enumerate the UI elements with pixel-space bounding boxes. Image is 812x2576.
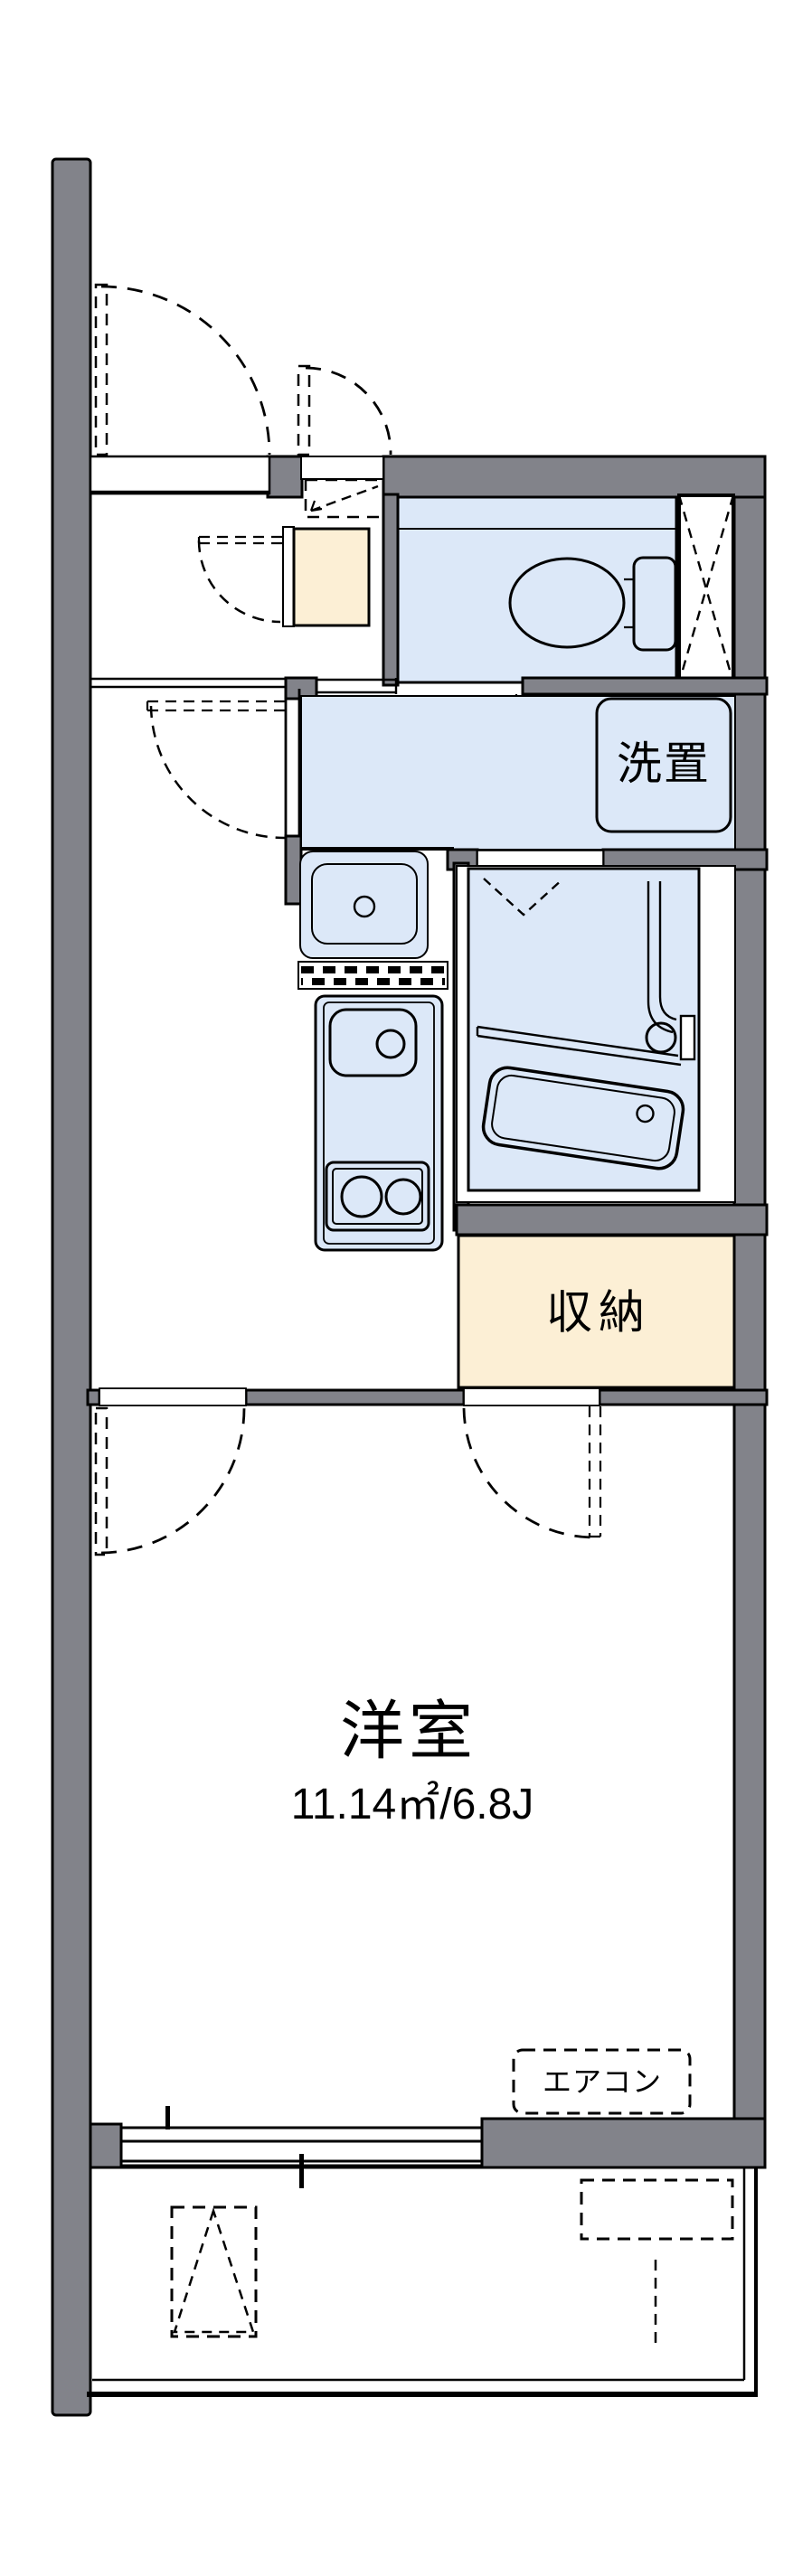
washbasin-bowl xyxy=(311,863,418,945)
entrance-step-arrow xyxy=(309,500,323,512)
wall-right-seg xyxy=(598,1388,769,1406)
wall-toilet-bottom xyxy=(521,676,769,696)
bathtub-drain xyxy=(636,1104,655,1123)
wall-mid xyxy=(244,1388,466,1406)
toilet-hinge-marks xyxy=(624,578,634,629)
bathtub xyxy=(481,1066,685,1170)
washroom-door-leaf xyxy=(146,700,285,712)
washroom xyxy=(300,695,736,851)
door-arc-large xyxy=(100,285,271,456)
wall-stub-left xyxy=(86,1388,101,1406)
door-leaf-small xyxy=(297,364,311,456)
bathtub-outer xyxy=(481,1066,685,1170)
equipment-dashed-box xyxy=(580,2178,734,2241)
wall-bath-storage xyxy=(455,1203,769,1236)
balcony xyxy=(87,2167,758,2397)
toilet-doorway-lines xyxy=(301,678,524,694)
wall-hall-toilet xyxy=(382,493,400,687)
genkan xyxy=(197,526,371,627)
pipe-space-x xyxy=(677,494,735,683)
wall-top-block xyxy=(266,455,304,499)
door-arc-small xyxy=(305,366,392,456)
kitchen xyxy=(314,994,444,1252)
wall-right xyxy=(732,455,767,2169)
hall-band-lines xyxy=(90,677,286,689)
main-room-area: 11.14㎡/6.8J xyxy=(290,1781,534,1829)
washroom-door-arc xyxy=(149,705,286,840)
kitchen-faucet xyxy=(375,1029,406,1059)
main-room-label: 洋室 xyxy=(339,1696,478,1768)
stove-frame xyxy=(325,1161,430,1232)
laundry-pan xyxy=(595,697,732,833)
mainroom-doorway xyxy=(99,1387,247,1406)
wall-bottom-left-stub xyxy=(89,2122,123,2169)
mainroom-door xyxy=(94,1406,246,1556)
top-railing xyxy=(89,455,271,495)
stove-burner-right xyxy=(384,1178,422,1216)
window-ends xyxy=(119,2128,484,2167)
entrance-opening xyxy=(300,456,384,480)
storage-door xyxy=(462,1406,602,1539)
hall-washroom-wall xyxy=(90,676,318,906)
bath-counter-end xyxy=(679,1014,696,1061)
storage-floor xyxy=(457,1234,736,1389)
pipe-space-box xyxy=(677,494,735,684)
toilet-tank xyxy=(632,556,677,652)
kitchen-counter xyxy=(314,994,444,1252)
washroom-wall-lines xyxy=(284,678,301,850)
genkan-step-strip xyxy=(282,526,295,627)
washroom-floor xyxy=(300,695,736,851)
laundry-label: 洗置 xyxy=(617,738,711,789)
storage-door-leaf xyxy=(588,1406,602,1538)
bath-faucet xyxy=(645,1021,677,1054)
aircon-label: エアコン xyxy=(542,2065,663,2098)
washbasin xyxy=(299,851,429,959)
closet-door-arc xyxy=(197,540,281,624)
stove-inner xyxy=(332,1168,423,1225)
storage-doorway xyxy=(463,1387,600,1406)
evac-hatch-triangle xyxy=(173,2206,255,2334)
wall-left xyxy=(51,157,92,2417)
mainroom-window xyxy=(119,2106,484,2188)
bath-counter xyxy=(476,1025,682,1067)
stove-burner-left xyxy=(340,1175,383,1218)
washbasin-counter xyxy=(299,851,429,959)
hatch-strip xyxy=(297,961,448,990)
window-mullion-lower xyxy=(299,2154,304,2188)
mainroom-top-wall xyxy=(86,1387,769,1406)
railing-band xyxy=(89,455,271,495)
bath-folding-door xyxy=(483,878,564,917)
bathtub-inner xyxy=(491,1074,675,1162)
evac-hatch-box xyxy=(170,2205,258,2338)
washbasin-drain xyxy=(353,895,376,918)
pipe-space xyxy=(677,494,735,684)
entrance-door-arcs xyxy=(94,283,392,456)
mainroom-door-arc xyxy=(100,1407,246,1555)
outer-walls xyxy=(51,157,767,2417)
toilet-room xyxy=(394,495,678,684)
entrance xyxy=(300,456,385,519)
kitchen-sink xyxy=(328,1008,418,1077)
storage-door-arc xyxy=(462,1407,596,1539)
closet-door-leaf xyxy=(197,535,283,545)
mainroom-door-leaf xyxy=(94,1406,109,1556)
genkan-floor xyxy=(292,527,371,627)
window-mullion-upper xyxy=(165,2106,170,2129)
kitchen-counter-inner xyxy=(323,1001,435,1245)
storage-label: 収納 xyxy=(545,1286,652,1339)
toilet-bowl xyxy=(508,557,626,649)
bathroom xyxy=(456,865,736,1203)
door-leaf-large xyxy=(94,283,109,456)
wall-bottom-right xyxy=(480,2117,767,2169)
bath-panel xyxy=(647,881,677,1034)
wall-top xyxy=(382,455,767,499)
entrance-step-diagonal xyxy=(310,484,379,512)
wall-junction-bottom xyxy=(284,834,303,906)
aircon-box xyxy=(512,2048,692,2115)
